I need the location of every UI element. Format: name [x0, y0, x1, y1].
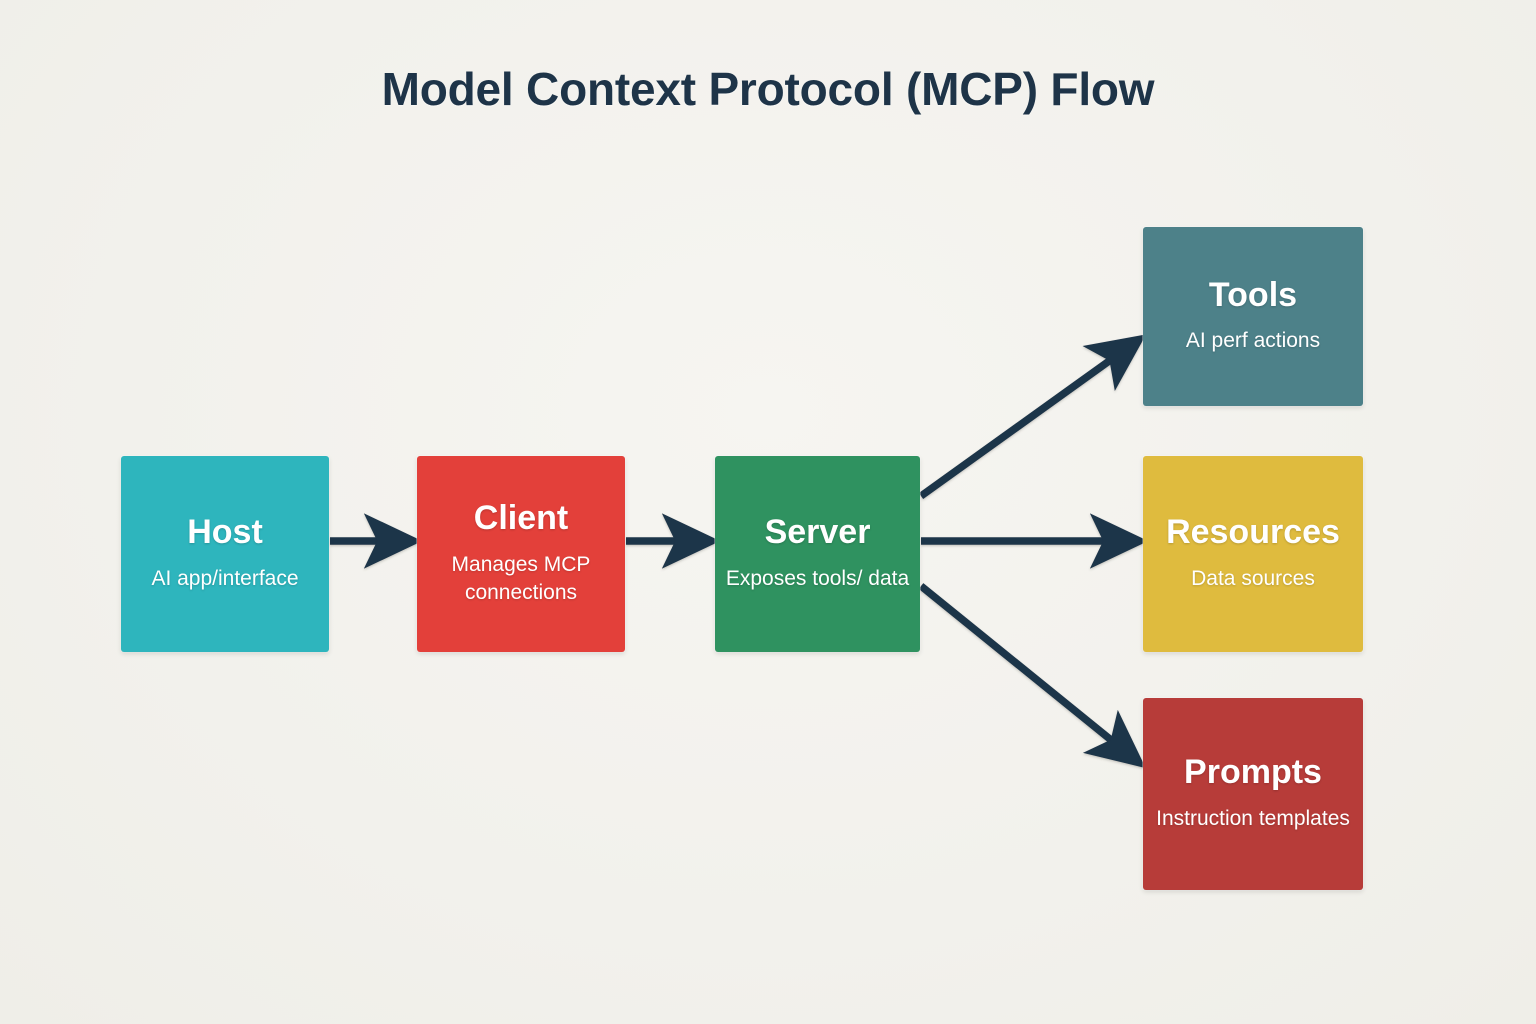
page-title: Model Context Protocol (MCP) Flow — [381, 63, 1155, 115]
node-prompts-title: Prompts — [1184, 753, 1322, 792]
node-server[interactable]: Server Exposes tools/ data — [715, 456, 920, 652]
node-client-title: Client — [473, 499, 569, 538]
node-resources-subtitle: Data sources — [1191, 566, 1315, 590]
node-tools-title: Tools — [1208, 275, 1298, 314]
node-prompts-subtitle: Instruction templates — [1156, 806, 1350, 830]
node-resources[interactable]: Resources Data sources — [1143, 456, 1363, 652]
node-host-title: Host — [187, 513, 263, 552]
node-host-subtitle: AI app/interface — [151, 566, 299, 590]
node-host[interactable]: Host AI app/interface — [121, 456, 329, 652]
node-server-title: Server — [764, 513, 871, 552]
node-client[interactable]: Client Manages MCP connections — [417, 456, 625, 652]
edge-server-to-tools — [918, 334, 1147, 500]
node-resources-title: Resources — [1166, 513, 1340, 552]
edge-server-to-prompts — [918, 583, 1146, 769]
node-tools-subtitle: AI perf actions — [1185, 329, 1321, 353]
node-tools[interactable]: Tools AI perf actions — [1143, 227, 1363, 406]
node-prompts[interactable]: Prompts Instruction templates — [1143, 698, 1363, 890]
node-server-subtitle: Exposes tools/ data — [725, 566, 910, 590]
node-client-subtitle: Manages MCP connections — [451, 553, 591, 604]
